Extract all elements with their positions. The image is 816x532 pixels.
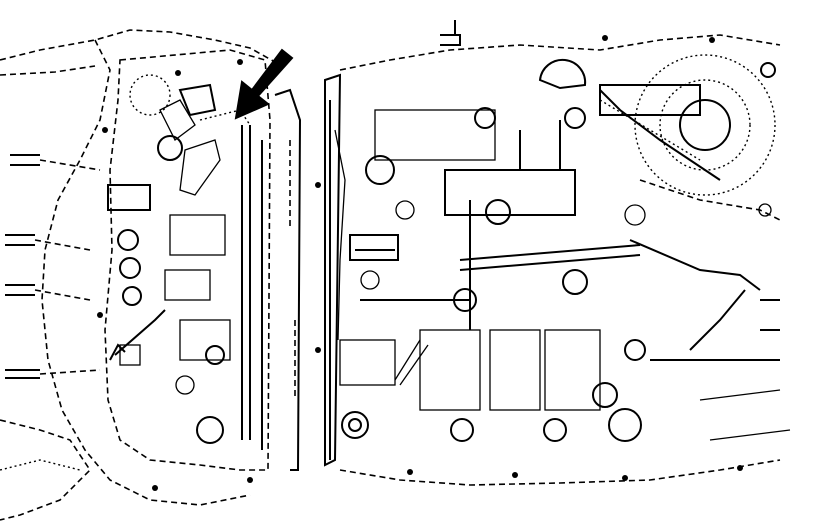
transmission-case-left (0, 29, 276, 521)
reference-marks (97, 35, 743, 491)
valve-body-left (104, 49, 271, 471)
valve-body-right (334, 20, 781, 486)
pump-housing (634, 54, 791, 441)
callout-arrow-icon (234, 48, 294, 120)
separator-plate (274, 73, 342, 471)
